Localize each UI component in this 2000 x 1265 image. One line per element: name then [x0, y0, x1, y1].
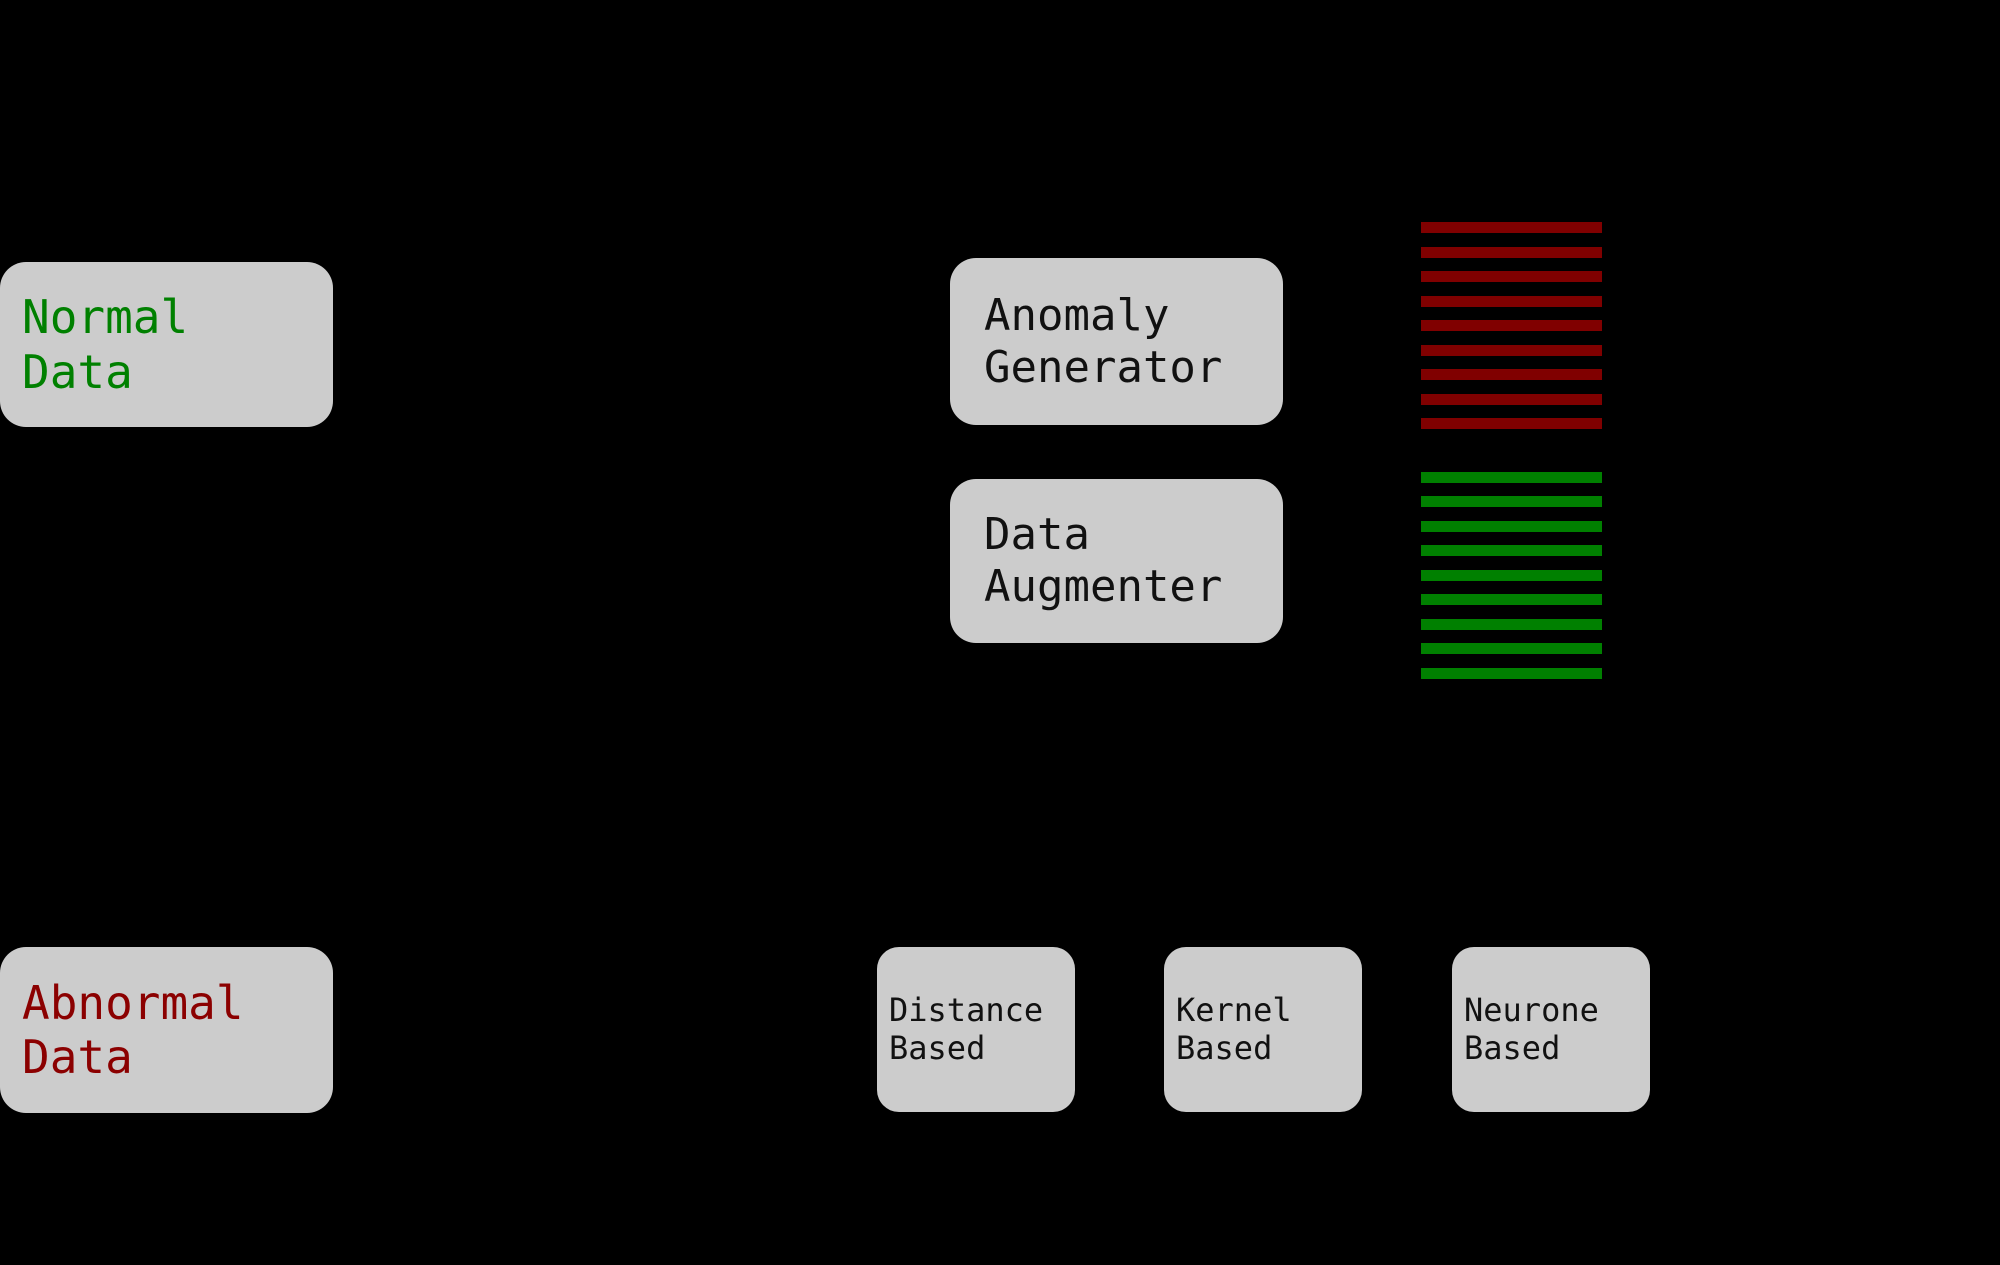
abnormal-data-label-line1: Abnormal [22, 975, 244, 1030]
node-distance-based[interactable]: Distance Based [877, 947, 1075, 1112]
node-abnormal-data[interactable]: Abnormal Data [0, 947, 333, 1113]
stripe-anomalous [1421, 369, 1602, 380]
stripe-anomalous [1421, 320, 1602, 331]
node-normal-data[interactable]: Normal Data [0, 262, 333, 427]
normal-data-label-line1: Normal [22, 290, 189, 345]
node-kernel-based[interactable]: Kernel Based [1164, 947, 1362, 1112]
stripe-anomalous [1421, 222, 1602, 233]
data-augmenter-label-line2: Augmenter [984, 561, 1223, 612]
neurone-based-label-line2: Based [1464, 1028, 1561, 1067]
stripe-anomalous [1421, 418, 1602, 429]
kernel-based-label-line1: Kernel [1176, 990, 1292, 1029]
distance-based-label-line1: Distance [889, 990, 1044, 1029]
node-data-augmenter[interactable]: Data Augmenter [950, 479, 1283, 643]
kernel-based-label-line2: Based [1176, 1028, 1273, 1067]
distance-based-label-line2: Based [889, 1028, 986, 1067]
stripe-normal [1421, 496, 1602, 507]
node-anomaly-generator[interactable]: Anomaly Generator [950, 258, 1283, 425]
node-neurone-based[interactable]: Neurone Based [1452, 947, 1650, 1112]
data-augmenter-label-line1: Data [984, 509, 1090, 561]
stripe-anomalous [1421, 295, 1602, 307]
stripe-anomalous [1421, 344, 1602, 356]
stripe-normal [1421, 643, 1602, 654]
stripe-normal [1421, 520, 1602, 532]
stripe-normal [1421, 569, 1602, 581]
normal-data-label-line2: Data [22, 344, 133, 399]
stripe-normal [1421, 594, 1602, 605]
mixed-dataset-stripes [1421, 222, 1602, 692]
abnormal-data-label-line2: Data [22, 1030, 133, 1084]
stripe-anomalous [1421, 393, 1602, 405]
stripe-anomalous [1421, 246, 1602, 258]
neurone-based-label-line1: Neurone [1464, 990, 1599, 1029]
stripe-anomalous [1421, 271, 1602, 282]
stripe-normal [1421, 618, 1602, 630]
stripe-normal [1421, 667, 1602, 679]
anomaly-generator-label-line2: Generator [984, 341, 1223, 393]
stripe-normal [1421, 471, 1602, 483]
anomaly-generator-label-line1: Anomaly [984, 289, 1170, 341]
stripe-normal [1421, 545, 1602, 556]
